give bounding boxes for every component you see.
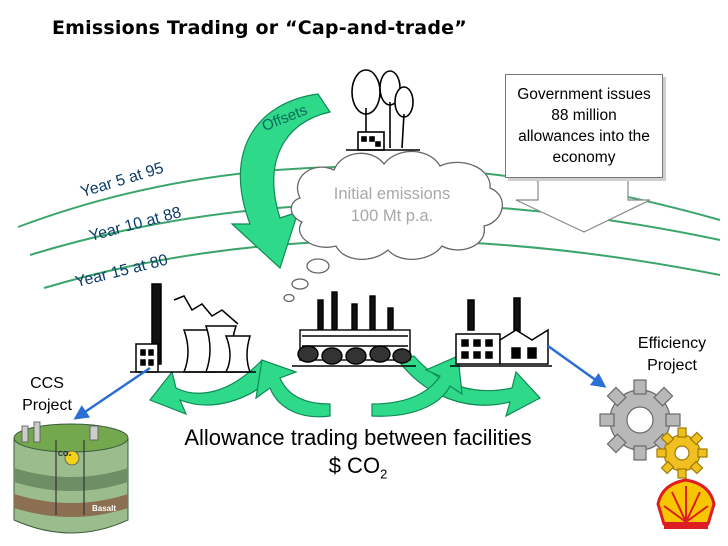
efficiency-label-line1: Efficiency <box>637 335 707 352</box>
ccs-label-line1: CCS <box>30 375 64 392</box>
initial-emissions-line2: 100 Mt p.a. <box>350 207 434 225</box>
factory-icon <box>450 297 552 367</box>
allowance-trading-label: Allowance trading between facilities $ C… <box>128 424 588 488</box>
government-arrow <box>515 179 651 233</box>
trading-line2: $ CO2 <box>128 452 588 488</box>
government-allowance-box: Government issues 88 million allowances … <box>505 74 663 178</box>
refinery-icon <box>292 291 416 367</box>
ccs-label-line2: Project <box>22 397 72 414</box>
government-box-text: Government issues 88 million allowances … <box>517 86 651 166</box>
initial-emissions-text: Initial emissions 100 Mt p.a. <box>298 183 486 227</box>
offsets-arrow <box>230 93 331 270</box>
efficiency-link-arrow <box>547 344 607 388</box>
emissions-cloud <box>283 150 503 303</box>
trade-arrow-left <box>149 359 279 416</box>
efficiency-project-label: Efficiency Project <box>622 333 722 377</box>
initial-emissions-line1: Initial emissions <box>333 185 451 203</box>
ccs-project-label: CCS Project <box>14 373 80 417</box>
page-title: Emissions Trading or “Cap-and-trade” <box>52 17 467 39</box>
trading-line2-sub: 2 <box>380 466 388 482</box>
efficiency-label-line2: Project <box>647 357 697 374</box>
trade-arrow-left-2 <box>255 359 331 418</box>
gear-icon <box>599 379 708 479</box>
power-plant-icon <box>130 283 256 373</box>
trees-icon <box>346 69 420 151</box>
ccs-link-arrow <box>73 366 151 420</box>
reservoir-co2-label: CO₂ <box>58 451 72 458</box>
ccs-reservoir-icon <box>13 421 129 534</box>
trade-arrow-right-2 <box>371 355 463 417</box>
trading-line2-main: $ CO <box>328 453 381 478</box>
shell-logo-icon <box>656 478 716 529</box>
trading-line1: Allowance trading between facilities <box>184 425 532 450</box>
reservoir-basalt-label: Basalt <box>92 504 117 513</box>
